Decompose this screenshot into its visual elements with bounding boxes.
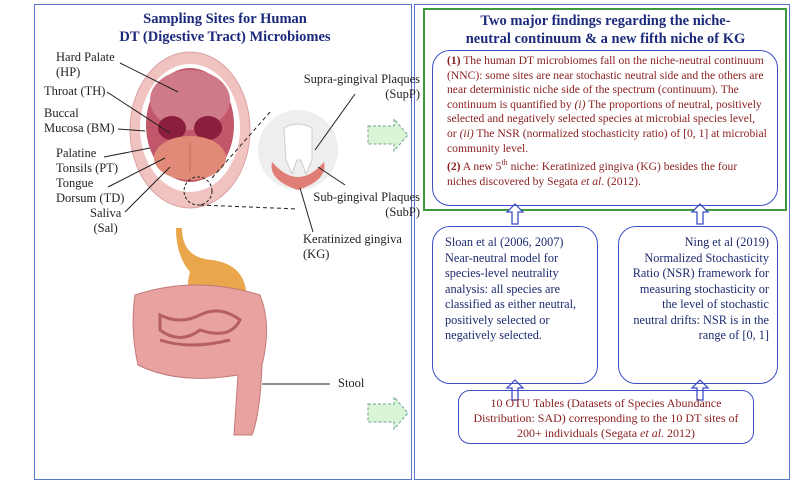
label-saliva: Saliva(Sal) <box>90 206 121 236</box>
label-text: Buccal <box>44 106 79 120</box>
right-title-line1: Two major findings regarding the niche- <box>480 13 731 29</box>
right-title-line2: neutral continuum & a new fifth niche of… <box>465 31 746 47</box>
label-text: Mucosa (BM) <box>44 121 115 135</box>
label-sub-gingival: Sub-gingival Plaques(SubP) <box>305 190 420 220</box>
otu-box: 10 OTU Tables (Datasets of Species Abund… <box>458 390 754 444</box>
up-arrows <box>505 203 710 401</box>
left-title-line2: DT (Digestive Tract) Microbiomes <box>119 29 331 45</box>
finding2-text: niche: Keratinized gingiva (KG) besides … <box>447 160 738 188</box>
finding1-ii: (ii) <box>459 126 474 140</box>
label-keratinized-gingiva: Keratinized gingiva(KG) <box>303 232 402 262</box>
right-title: Two major findings regarding the niche- … <box>428 12 783 48</box>
finding1-text: The proportions of neutral, positively s… <box>447 97 762 140</box>
intestine-illustration <box>132 284 330 436</box>
label-stool: Stool <box>338 376 365 390</box>
tooth-illustration <box>258 110 338 190</box>
finding2-number: (2) <box>447 160 461 174</box>
findings-box: (1) The human DT microbiomes fall on the… <box>432 50 778 206</box>
label-hard-palate: Hard Palate(HP) <box>56 50 115 80</box>
otu-text: . 2012) <box>661 426 696 440</box>
finding1-text: The NSR (normalized stochasticity ratio)… <box>447 126 767 155</box>
label-text: Tonsils (PT) <box>56 161 118 175</box>
otu-text: 10 OTU Tables (Datasets of Species Abund… <box>473 396 739 440</box>
finding1-i: (i) <box>574 97 586 111</box>
label-text: Hard Palate <box>56 50 115 64</box>
finding2-text: . (2012). <box>601 174 641 188</box>
mouth-illustration <box>129 51 299 210</box>
right-panel <box>414 4 790 480</box>
left-title-line1: Sampling Sites for Human <box>143 11 307 27</box>
leader-lines <box>103 62 356 233</box>
left-panel <box>34 4 412 480</box>
ning-box: Ning et al (2019) Normalized Stochastici… <box>618 226 778 384</box>
label-supra-gingival: Supra-gingival Plaques(SupP) <box>290 72 420 102</box>
findings-frame <box>423 8 787 211</box>
label-text: (SubP) <box>385 205 420 219</box>
finding2-sup: th <box>501 158 508 168</box>
label-text: Saliva <box>90 206 122 220</box>
label-text: Dorsum (TD) <box>56 191 125 205</box>
label-text: Tongue <box>56 176 94 190</box>
label-text: Palatine <box>56 146 97 160</box>
label-text: Supra-gingival Plaques <box>303 72 420 86</box>
label-text: Sub-gingival Plaques <box>313 190 420 204</box>
label-text: (SupP) <box>385 87 420 101</box>
label-text: Keratinized gingiva <box>303 232 402 246</box>
finding1-number: (1) <box>447 54 461 67</box>
label-throat: Throat (TH) <box>44 84 106 98</box>
otu-etal: et al <box>640 426 662 440</box>
label-text: (KG) <box>303 247 330 261</box>
left-title: Sampling Sites for Human DT (Digestive T… <box>110 10 340 46</box>
label-text: (HP) <box>56 65 81 79</box>
finding1-text: The human DT microbiomes fall on the nic… <box>447 54 764 111</box>
finding2-etal: et al <box>580 174 602 188</box>
finding2-text: A new 5 <box>460 160 502 174</box>
sloan-box: Sloan et al (2006, 2007) Near-neutral mo… <box>432 226 598 384</box>
dashed-arrows <box>367 117 409 431</box>
label-text: (Sal) <box>93 221 118 235</box>
